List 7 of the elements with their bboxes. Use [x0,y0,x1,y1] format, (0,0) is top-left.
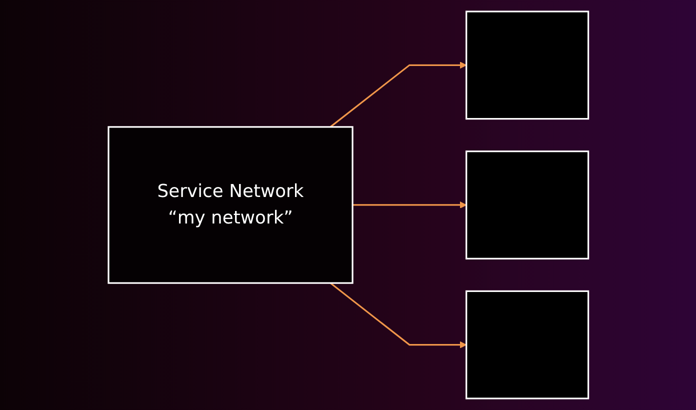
arrow [329,62,466,128]
node-box [465,10,589,120]
node-box [465,150,589,260]
arrow [352,201,466,209]
node-box: Service Network “my network” [107,126,353,284]
node-box [465,290,589,400]
arrow [329,282,466,348]
